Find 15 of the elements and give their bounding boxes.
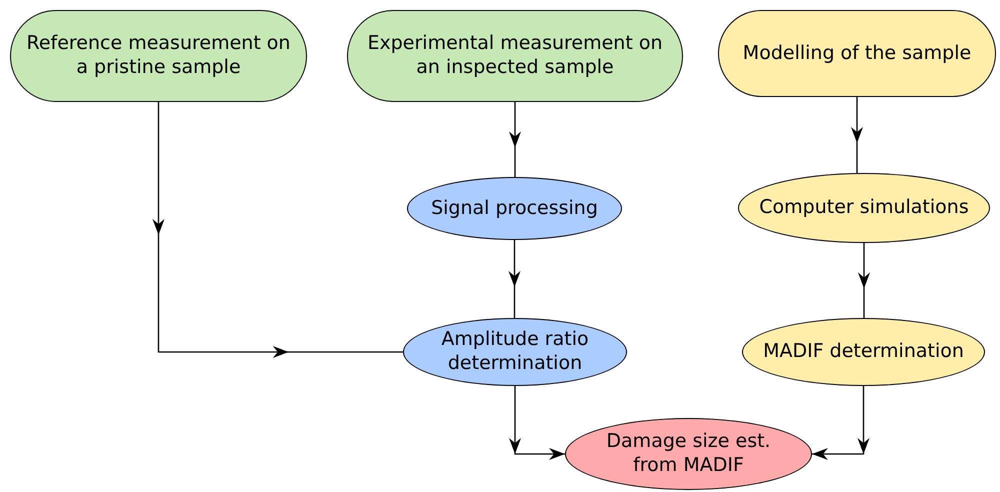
node-text: MADIF determination <box>763 340 964 364</box>
node-text: Damage size est. from MADIF <box>605 430 772 478</box>
arrow <box>812 386 870 460</box>
node-text: Reference measurement on a pristine sample <box>26 32 292 80</box>
node-text: Experimental measurement on an inspected sample <box>366 32 664 80</box>
arrow <box>509 386 565 460</box>
node-text: Modelling of the sample <box>742 42 972 66</box>
node-text: Amplitude ratio determination <box>440 328 590 376</box>
arrow <box>509 102 521 177</box>
arrow <box>508 240 520 318</box>
node-text: Signal processing <box>431 196 598 220</box>
arrow <box>858 243 870 318</box>
arrow <box>851 97 863 173</box>
arrow <box>152 102 403 358</box>
node-text: Computer simulations <box>759 196 969 220</box>
